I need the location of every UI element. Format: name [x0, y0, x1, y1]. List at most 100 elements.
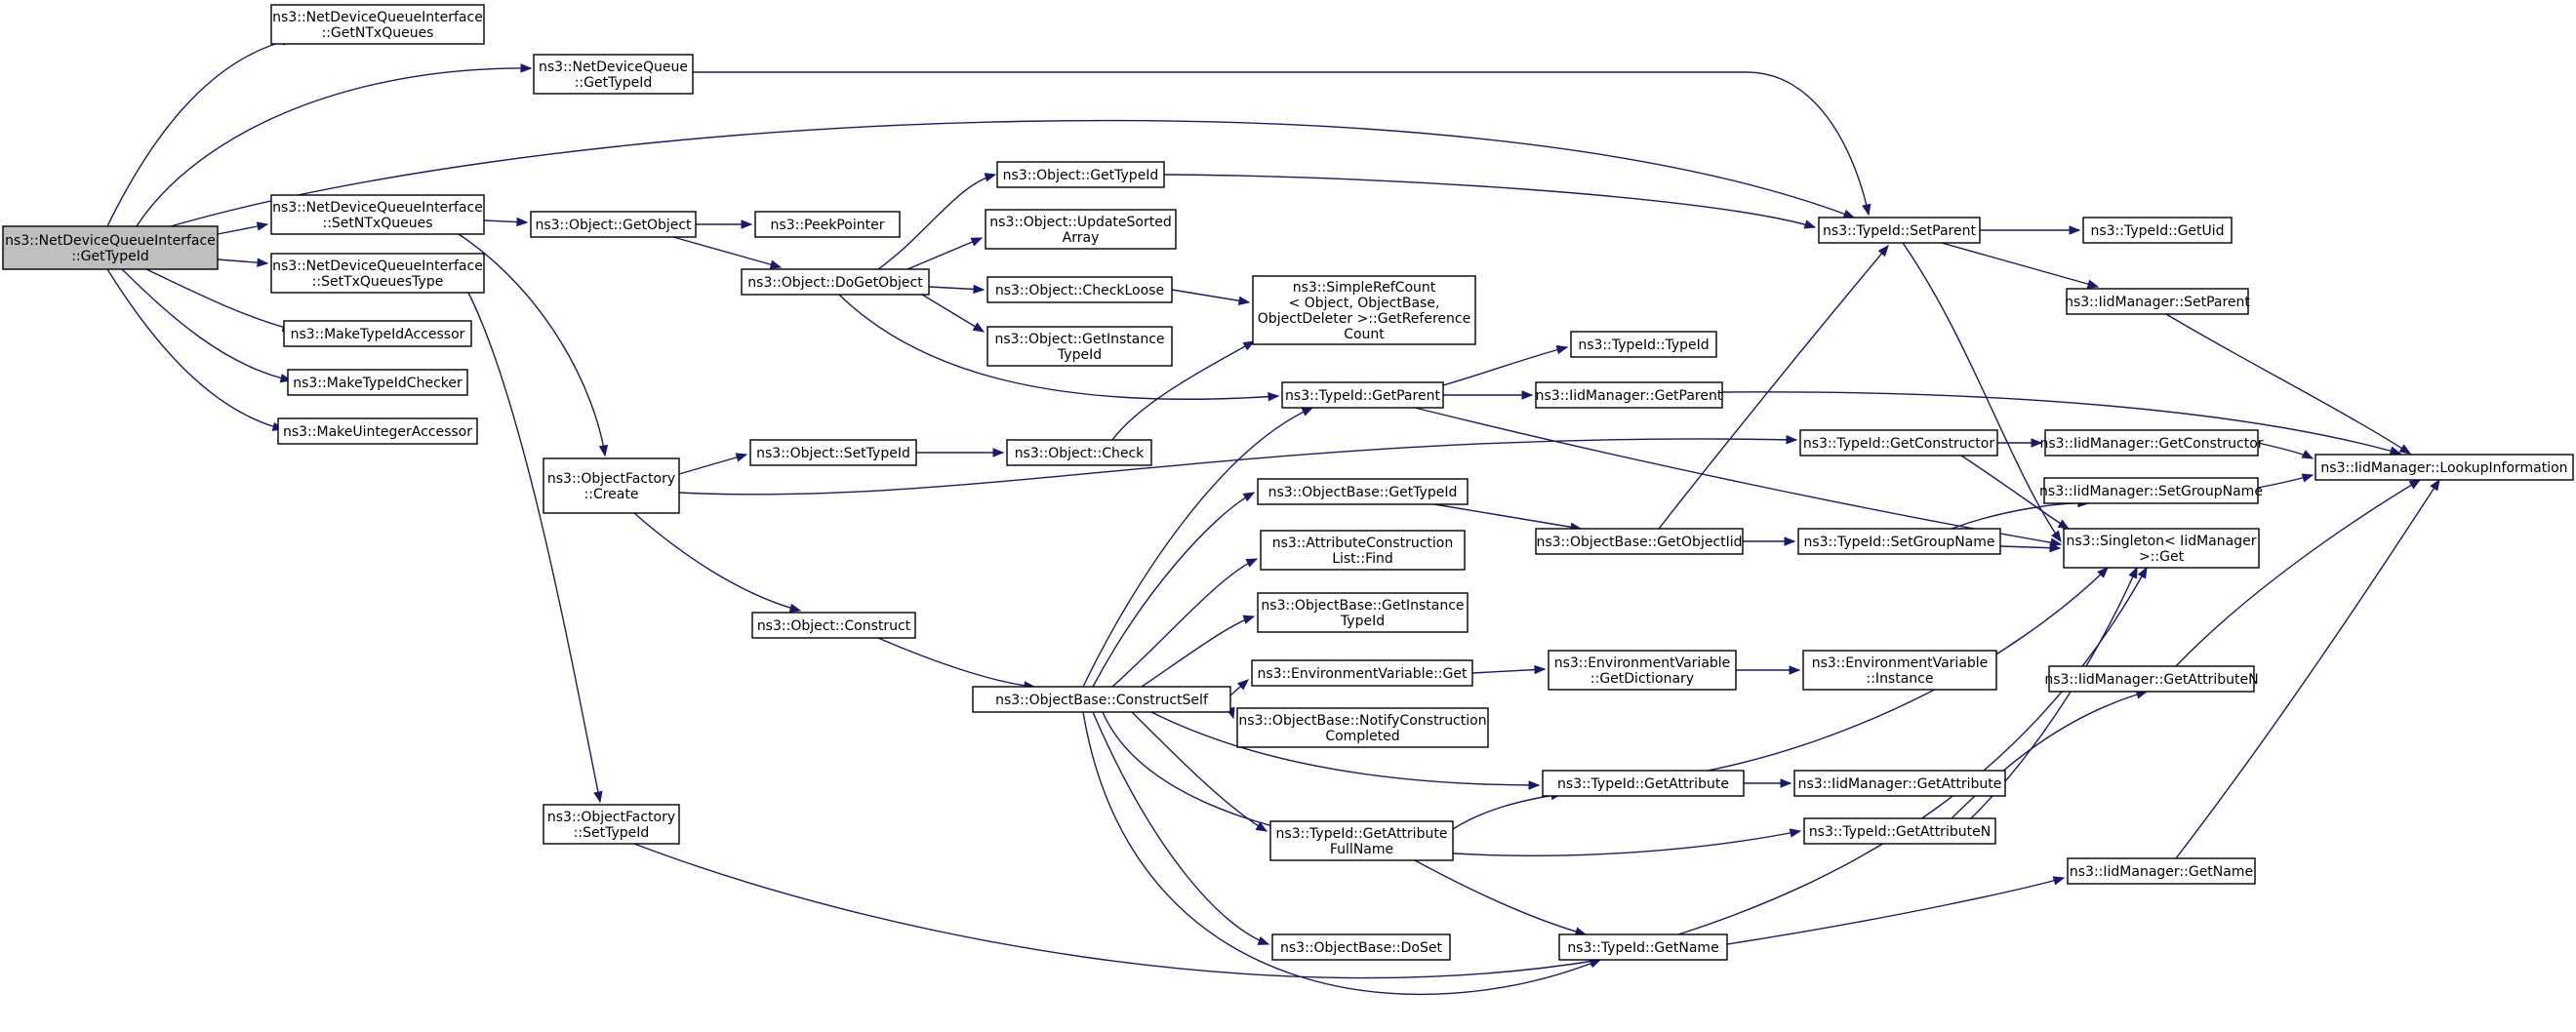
- graph-node-sig[interactable]: ns3::Singleton< IidManager >::Get: [2063, 528, 2260, 569]
- edge-tsp-to-tgu: [1980, 225, 2081, 235]
- node-label-line: ::Instance: [1867, 671, 1934, 687]
- graph-node-ofst[interactable]: ns3::ObjectFactory::SetTypeId: [543, 804, 680, 845]
- node-label-line: Array: [1063, 230, 1100, 246]
- graph-node-src[interactable]: ns3::SimpleRefCount< Object, ObjectBase,…: [1252, 275, 1476, 345]
- node-box: [749, 439, 917, 466]
- call-graph-edges: [106, 36, 2440, 995]
- node-label-line: ns3::MakeUintegerAccessor: [283, 424, 472, 440]
- graph-node-tga[interactable]: ns3::TypeId::GetAttribute: [1542, 770, 1745, 797]
- node-box: [1257, 478, 1469, 505]
- edge-line: [170, 119, 1855, 227]
- node-label-line: TypeId: [1340, 614, 1385, 629]
- edge-ofc-to-tgc: [678, 435, 1798, 496]
- graph-node-pp[interactable]: ns3::PeekPointer: [754, 211, 901, 238]
- node-label-line: ::SetTypeId: [574, 825, 650, 841]
- graph-node-imsgn[interactable]: ns3::IidManager::SetGroupName: [2039, 477, 2263, 504]
- node-box: [1799, 429, 1998, 456]
- node-box: [2044, 429, 2259, 456]
- edge-imgan-to-imli: [2175, 479, 2422, 667]
- graph-node-ogo[interactable]: ns3::Object::GetObject: [530, 211, 697, 238]
- edge-obgoi-to-tsp: [1658, 244, 1889, 530]
- node-box: [1269, 820, 1454, 861]
- edge-line: [1111, 340, 1255, 441]
- graph-node-imgc[interactable]: ns3::IidManager::GetConstructor: [2039, 429, 2264, 456]
- graph-node-ofc[interactable]: ns3::ObjectFactory::Create: [543, 457, 680, 514]
- graph-node-tsp[interactable]: ns3::TypeId::SetParent: [1818, 217, 1981, 244]
- edge-line: [1163, 174, 1816, 228]
- edge-arrowhead: [2031, 438, 2043, 448]
- node-label-line: ns3::ObjectBase::NotifyConstruction: [1238, 713, 1486, 729]
- graph-node-root[interactable]: ns3::NetDeviceQueueInterface::GetTypeId: [2, 225, 219, 270]
- node-label-line: ns3::IidManager::GetParent: [1536, 388, 1723, 404]
- node-label-line: < Object, ObjectBase,: [1289, 296, 1440, 311]
- node-label-line: ns3::NetDeviceQueueInterface: [272, 200, 483, 216]
- node-label-line: Count: [1344, 327, 1385, 342]
- edge-ndqgt-to-tsp: [693, 71, 1872, 217]
- graph-node-muia[interactable]: ns3::MakeUintegerAccessor: [277, 417, 478, 445]
- edge-obgoi-to-tsgn: [1743, 536, 1796, 546]
- node-label-line: ns3::TypeId::GetAttribute: [1557, 776, 1729, 792]
- graph-node-imgn[interactable]: ns3::IidManager::GetName: [2067, 857, 2256, 885]
- edge-ocon-to-obcs: [877, 637, 1036, 691]
- graph-node-imli[interactable]: ns3::IidManager::LookupInformation: [2314, 454, 2574, 481]
- edge-imsgn-to-imli: [2257, 473, 2314, 489]
- edge-arrowhead: [788, 603, 802, 613]
- edge-line: [2175, 479, 2421, 667]
- graph-node-obgoi[interactable]: ns3::ObjectBase::GetObjectIid: [1535, 528, 1744, 555]
- graph-node-imga[interactable]: ns3::IidManager::GetAttribute: [1793, 770, 2006, 797]
- graph-node-obnc[interactable]: ns3::ObjectBase::NotifyConstructionCompl…: [1236, 707, 1489, 748]
- graph-node-ocon[interactable]: ns3::Object::Construct: [751, 612, 916, 639]
- edge-arrowhead: [1784, 536, 1796, 546]
- edge-arrowhead: [1301, 407, 1314, 417]
- graph-node-mtia[interactable]: ns3::MakeTypeIdAccessor: [283, 320, 472, 347]
- graph-node-tgan[interactable]: ns3::TypeId::GetAttributeN: [1803, 817, 1996, 845]
- graph-node-tgn[interactable]: ns3::TypeId::GetName: [1558, 933, 1728, 961]
- graph-node-mtic[interactable]: ns3::MakeTypeIdChecker: [287, 369, 468, 396]
- graph-node-sntq[interactable]: ns3::NetDeviceQueueInterface::SetNTxQueu…: [270, 194, 485, 235]
- graph-node-tti[interactable]: ns3::TypeId::TypeId: [1570, 331, 1717, 358]
- graph-node-imgan[interactable]: ns3::IidManager::GetAttributeN: [2044, 665, 2259, 693]
- edge-tgc-to-imgc: [1997, 438, 2043, 448]
- node-label-line: ns3::NetDeviceQueueInterface: [5, 233, 216, 249]
- node-box: [1252, 275, 1476, 345]
- graph-node-ogt[interactable]: ns3::Object::GetTypeId: [996, 161, 1165, 188]
- graph-node-evgd[interactable]: ns3::EnvironmentVariable::GetDictionary: [1548, 650, 1737, 691]
- edge-obcs-to-evg: [1229, 679, 1250, 696]
- graph-node-imgp[interactable]: ns3::IidManager::GetParent: [1535, 381, 1723, 409]
- graph-node-stqt[interactable]: ns3::NetDeviceQueueInterface::SetTxQueue…: [270, 253, 485, 294]
- graph-node-imsp[interactable]: ns3::IidManager::SetParent: [2065, 288, 2250, 315]
- graph-node-tgu[interactable]: ns3::TypeId::GetUid: [2082, 217, 2233, 244]
- graph-node-tsgn[interactable]: ns3::TypeId::SetGroupName: [1797, 528, 2001, 555]
- graph-node-ocl[interactable]: ns3::Object::CheckLoose: [986, 276, 1173, 303]
- graph-node-ost[interactable]: ns3::Object::SetTypeId: [749, 439, 917, 466]
- edge-line: [1658, 245, 1889, 530]
- graph-node-evi[interactable]: ns3::EnvironmentVariable::Instance: [1802, 650, 1997, 691]
- node-label-line: ns3::Object::UpdateSorted: [989, 215, 1171, 230]
- graph-node-obcs[interactable]: ns3::ObjectBase::ConstructSelf: [972, 686, 1231, 713]
- node-box: [1006, 439, 1152, 466]
- edge-evg-to-evgd: [1471, 664, 1547, 675]
- graph-node-obgt[interactable]: ns3::ObjectBase::GetTypeId: [1257, 478, 1469, 505]
- graph-node-odgo[interactable]: ns3::Object::DoGetObject: [741, 268, 930, 296]
- graph-node-evg[interactable]: ns3::EnvironmentVariable::Get: [1251, 659, 1473, 687]
- graph-node-obds[interactable]: ns3::ObjectBase::DoSet: [1271, 933, 1451, 961]
- node-label-line: ns3::IidManager::GetConstructor: [2039, 436, 2263, 452]
- node-label-line: TypeId: [1057, 347, 1102, 363]
- edge-tsgn-to-sig: [1999, 542, 2062, 553]
- node-box: [270, 194, 485, 235]
- graph-node-och[interactable]: ns3::Object::Check: [1006, 439, 1152, 466]
- node-label-line: FullName: [1330, 842, 1393, 857]
- graph-node-tgp[interactable]: ns3::TypeId::GetParent: [1281, 381, 1444, 409]
- graph-node-gntq[interactable]: ns3::NetDeviceQueueInterface::GetNTxQueu…: [270, 4, 485, 45]
- edge-arrowhead: [1528, 780, 1541, 790]
- edge-line: [678, 454, 747, 475]
- edge-arrowhead: [1242, 340, 1256, 351]
- graph-node-tgc[interactable]: ns3::TypeId::GetConstructor: [1799, 429, 1998, 456]
- edge-line: [838, 294, 1279, 400]
- graph-node-ndqgt[interactable]: ns3::NetDeviceQueue::GetTypeId: [533, 54, 694, 95]
